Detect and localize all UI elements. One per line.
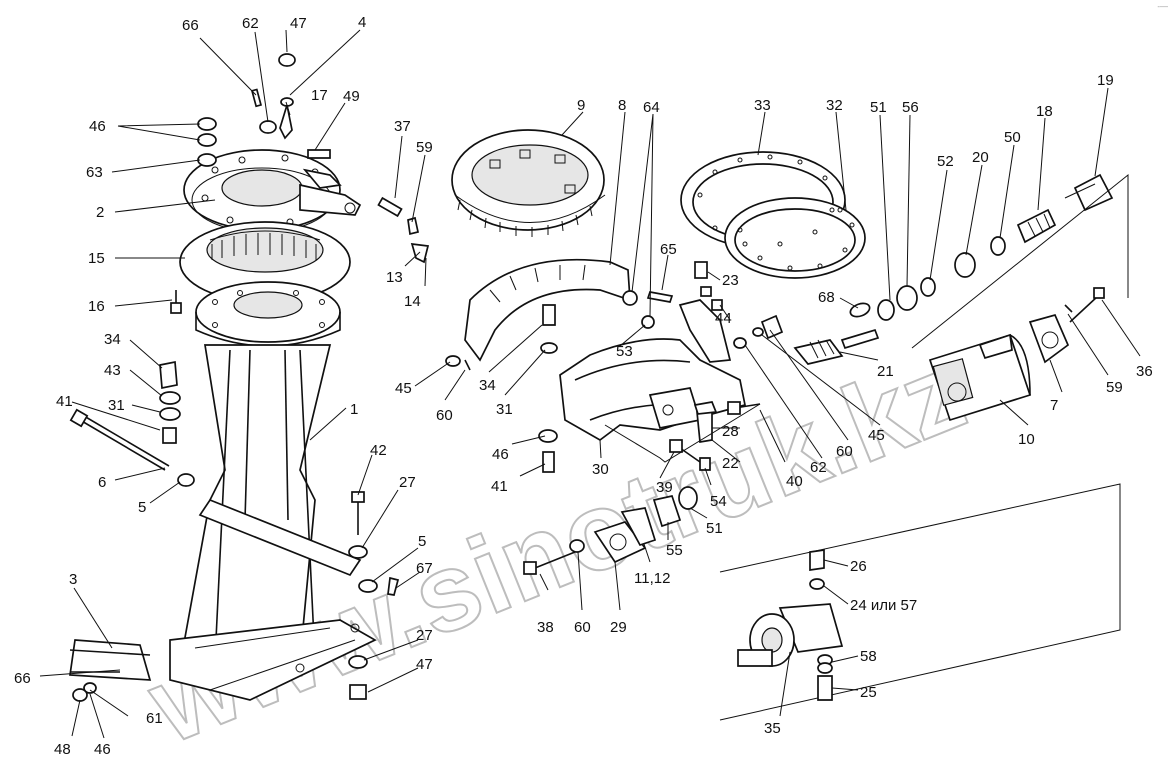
callout-label: 21 (877, 363, 894, 380)
callout-label: 34 (104, 331, 121, 348)
callout-label: 58 (860, 648, 877, 665)
callout-label: 27 (416, 627, 433, 644)
callout-label: 59 (416, 139, 433, 156)
callout-label: 14 (404, 293, 421, 310)
callout-label: 64 (643, 99, 660, 116)
callout-label: 60 (836, 443, 853, 460)
callout-label: 65 (660, 241, 677, 258)
callout-label: 42 (370, 442, 387, 459)
callout-label: 44 (715, 310, 732, 327)
callout-label: 3 (69, 571, 77, 588)
callout-label: 8 (618, 97, 626, 114)
callout-label: 60 (574, 619, 591, 636)
callout-label: 45 (868, 427, 885, 444)
callout-label: 13 (386, 269, 403, 286)
callout-label: 9 (577, 97, 585, 114)
callout-label: 51 (870, 99, 887, 116)
callout-label: 2 (96, 204, 104, 221)
callout-label: 15 (88, 250, 105, 267)
callout-label: 31 (108, 397, 125, 414)
callout-label: 52 (937, 153, 954, 170)
callout-label: 34 (479, 377, 496, 394)
callout-label: 26 (850, 558, 867, 575)
callout-label: 20 (972, 149, 989, 166)
callout-label: 49 (343, 88, 360, 105)
callout-label: 55 (666, 542, 683, 559)
callout-label: 25 (860, 684, 877, 701)
callout-label: 37 (394, 118, 411, 135)
callout-label: 63 (86, 164, 103, 181)
callout-label: 16 (88, 298, 105, 315)
callout-label: 56 (902, 99, 919, 116)
callout-label: 29 (610, 619, 627, 636)
callout-label: 47 (416, 656, 433, 673)
callout-label: 40 (786, 473, 803, 490)
callout-label: 38 (537, 619, 554, 636)
callout-label: 61 (146, 710, 163, 727)
callout-label: 48 (54, 741, 71, 758)
callout-label: 66 (14, 670, 31, 687)
callout-label: 46 (492, 446, 509, 463)
callout-label: 59 (1106, 379, 1123, 396)
callout-label: 46 (89, 118, 106, 135)
callout-label: 39 (656, 479, 673, 496)
callout-label: 4 (358, 14, 366, 31)
callout-label: 32 (826, 97, 843, 114)
callout-label: 17 (311, 87, 328, 104)
callout-label: 35 (764, 720, 781, 737)
callout-label: 31 (496, 401, 513, 418)
callout-label: 46 (94, 741, 111, 758)
callout-label: 22 (722, 455, 739, 472)
callout-label: 33 (754, 97, 771, 114)
callout-label: 50 (1004, 129, 1021, 146)
callout-label: 1 (350, 401, 358, 418)
gear-ring-assembly (377, 129, 866, 575)
column-assembly (69, 53, 400, 702)
callout-label: 30 (592, 461, 609, 478)
callout-label: 19 (1097, 72, 1114, 89)
callout-label: 23 (722, 272, 739, 289)
callout-label: 24 или 57 (850, 597, 917, 614)
callout-label: 60 (436, 407, 453, 424)
callout-label: 47 (290, 15, 307, 32)
callout-label: 5 (418, 533, 426, 550)
callout-label: 43 (104, 362, 121, 379)
callout-label: 27 (399, 474, 416, 491)
pinion-shaft-assembly (604, 173, 1129, 721)
callout-label: 6 (98, 474, 106, 491)
callout-label: 51 (706, 520, 723, 537)
callout-label: 67 (416, 560, 433, 577)
corner-mark: ‐— (1157, 2, 1168, 11)
callout-label: 54 (710, 493, 727, 510)
callout-label: 62 (810, 459, 827, 476)
callout-labels: 66 62 47 4 17 49 46 63 2 15 16 34 43 41 … (14, 14, 1153, 758)
callout-label: 11,12 (634, 570, 670, 587)
callout-label: 41 (56, 393, 73, 410)
callout-label: 5 (138, 499, 146, 516)
callout-label: 45 (395, 380, 412, 397)
callout-label: 68 (818, 289, 835, 306)
callout-label: 41 (491, 478, 508, 495)
callout-label: 62 (242, 15, 259, 32)
callout-label: 66 (182, 17, 199, 34)
callout-label: 7 (1050, 397, 1058, 414)
leader-lines (39, 29, 1141, 739)
callout-label: 53 (616, 343, 633, 360)
callout-label: 18 (1036, 103, 1053, 120)
callout-label: 36 (1136, 363, 1153, 380)
callout-label: 28 (722, 423, 739, 440)
callout-label: 10 (1018, 431, 1035, 448)
